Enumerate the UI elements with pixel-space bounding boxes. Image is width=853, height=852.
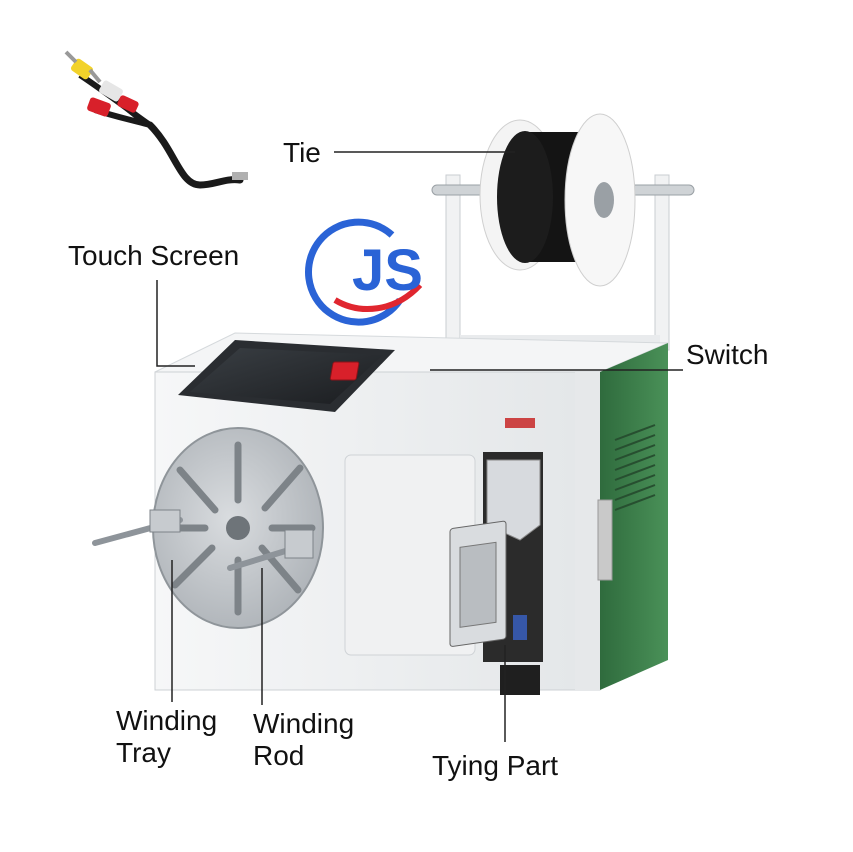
winding-tray-icon [152,427,324,629]
winding-rod [92,509,314,571]
label-winding-rod: Winding Rod [253,708,354,772]
label-switch: Switch [686,339,769,370]
label-winding-tray-line1: Winding [116,705,218,736]
wire-spool-icon [479,113,636,287]
tying-head-icon [449,452,543,695]
label-tie: Tie [283,137,321,168]
label-tying-part: Tying Part [432,750,559,781]
label-winding-tray-line2: Tray [116,737,171,768]
label-winding-rod-line1: Winding [253,708,355,739]
label-winding-rod-line2: Rod [253,740,305,771]
av-cable-icon [64,50,248,189]
touch-screen-leader [156,280,195,367]
label-touch-screen: Touch Screen [68,240,240,271]
logo-text: JS [352,238,423,303]
leader-lines [156,151,683,742]
rocker-switch-icon [329,361,360,381]
js-logo-icon: JS [305,218,423,326]
label-winding-tray: Winding Tray [116,705,217,769]
